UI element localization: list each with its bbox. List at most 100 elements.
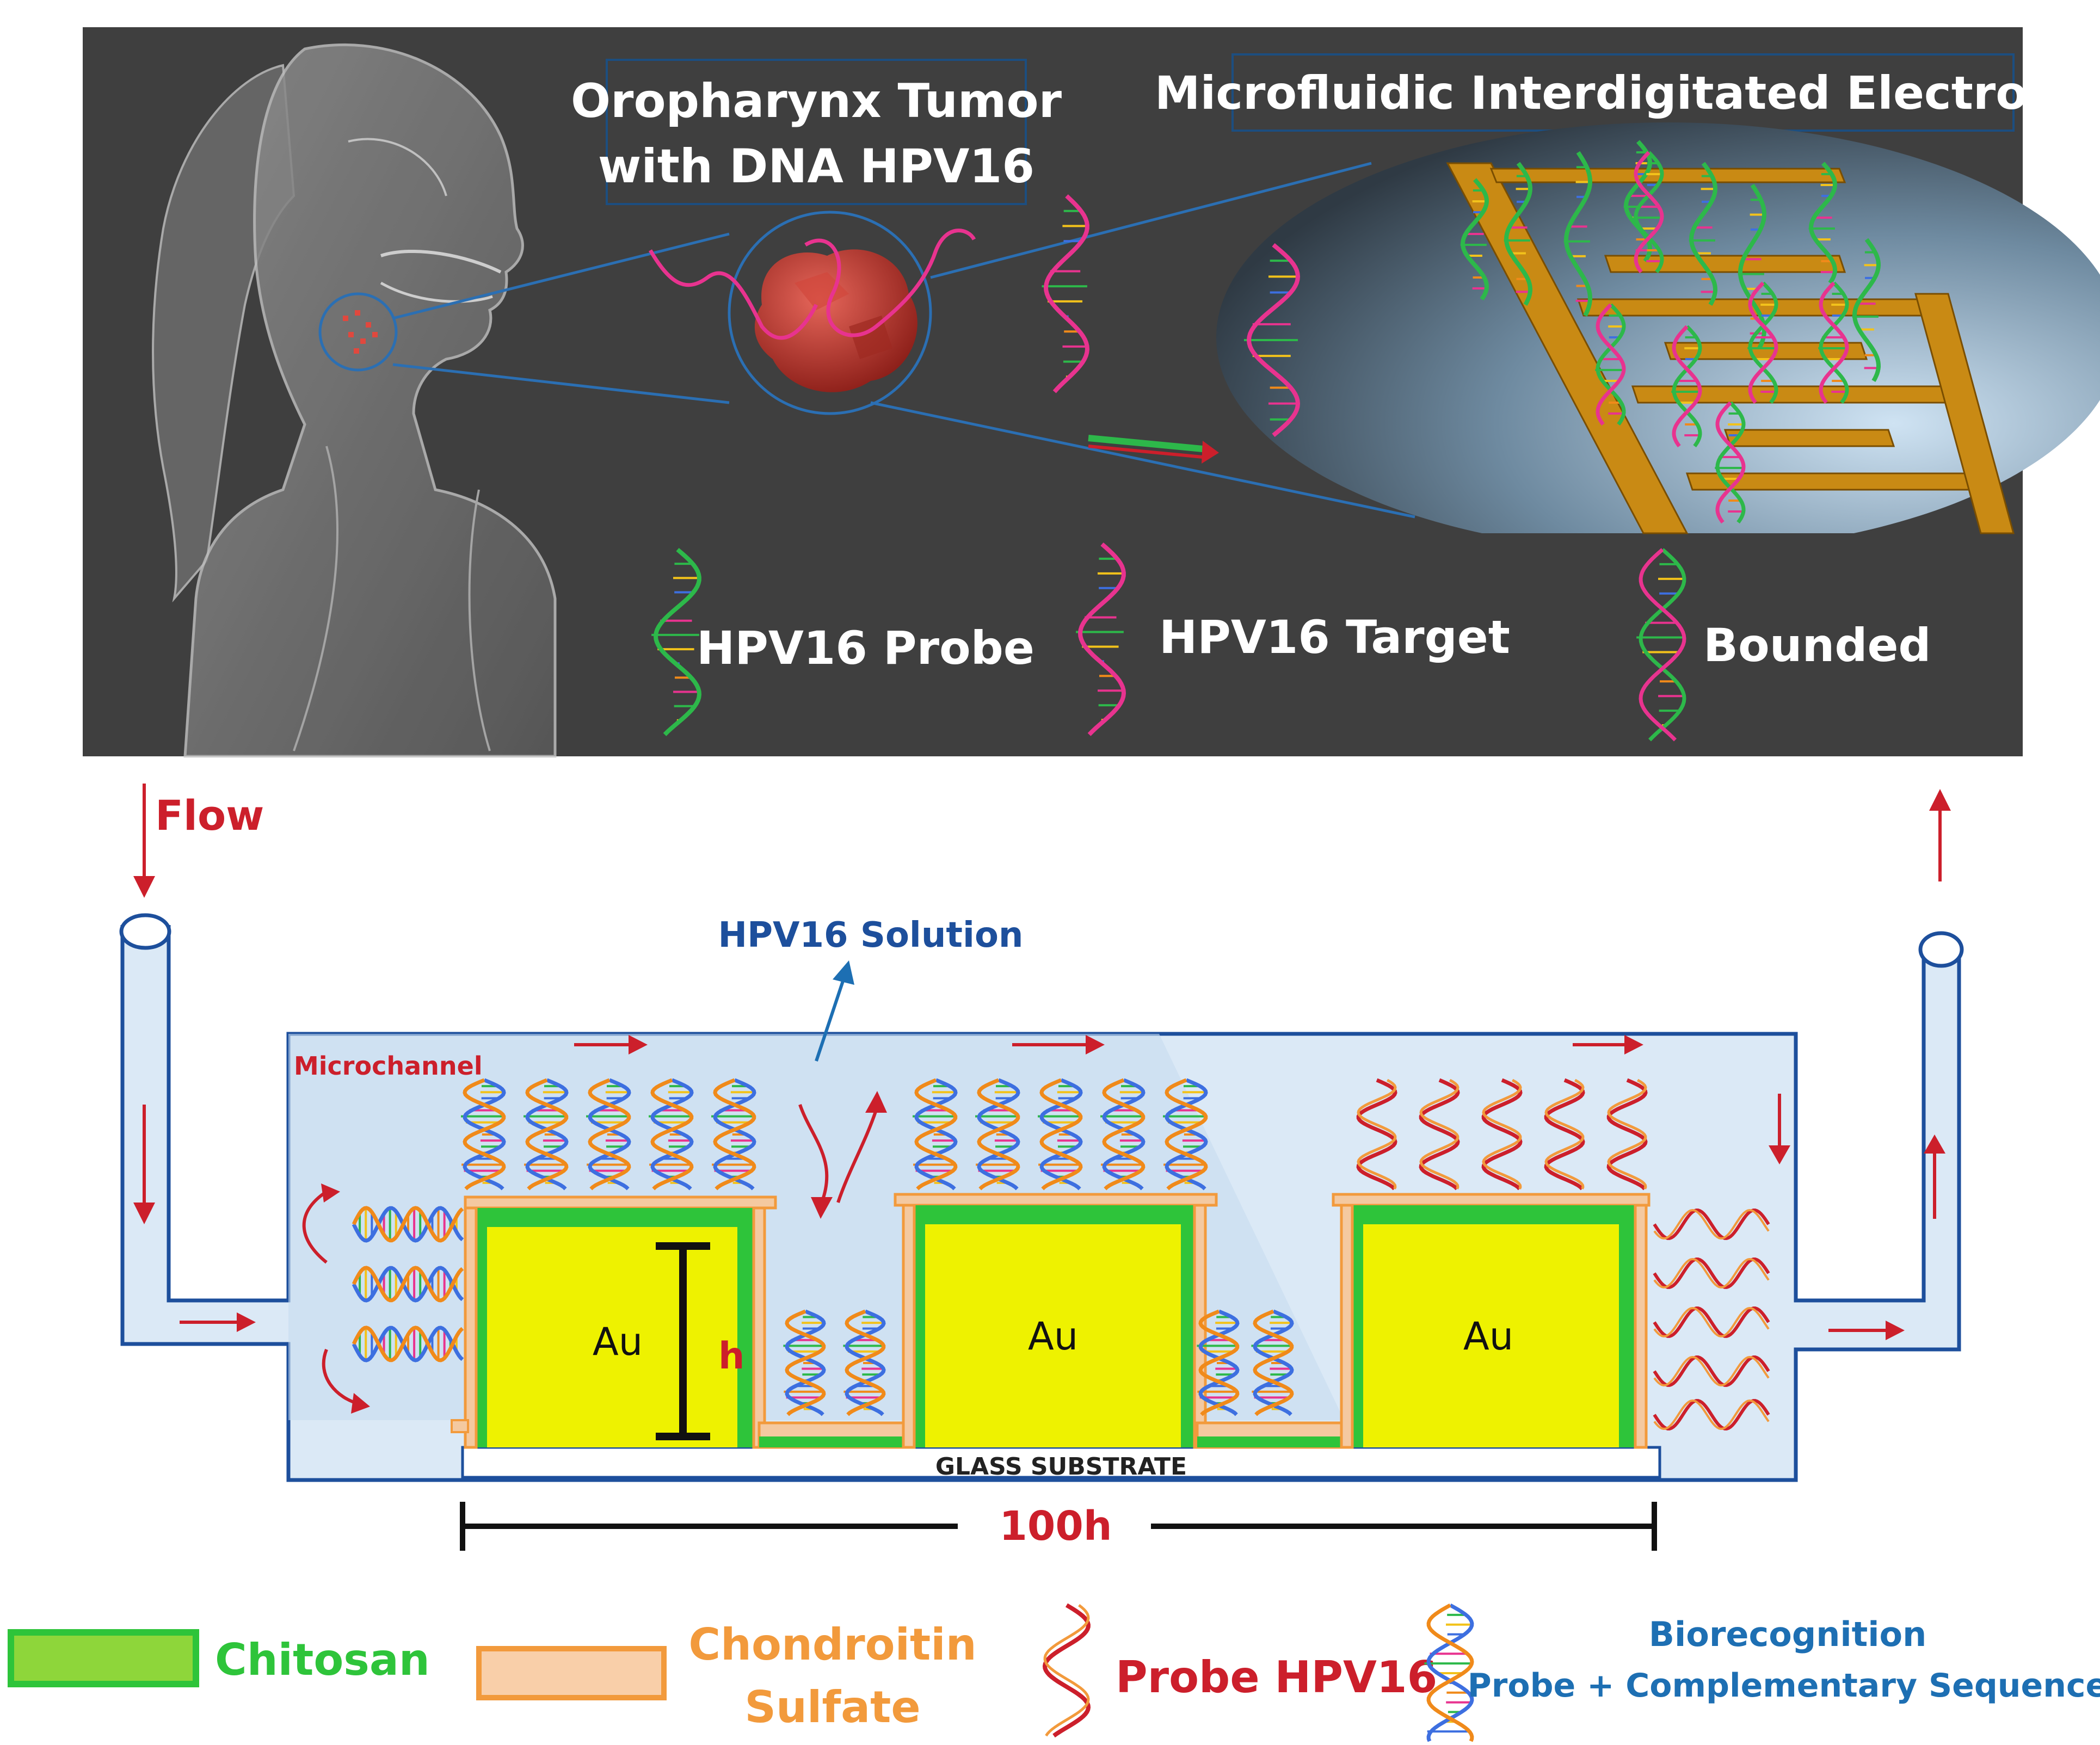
dna-strand (352, 1206, 464, 1243)
top-panel: Oropharynx Tumor with DNA HPV16 Microflu… (83, 27, 2100, 758)
dna-strand (845, 1309, 886, 1416)
dna-strand (1715, 401, 1746, 524)
zoom-line (870, 401, 1415, 519)
dna-strand (1672, 325, 1702, 448)
dna-strand (352, 1266, 464, 1303)
electrode-au-2 (894, 1193, 1218, 1449)
dna-strand (1482, 1078, 1522, 1189)
chondroitin-swatch (476, 1646, 667, 1700)
target-dna-icon (1244, 243, 1301, 437)
dna-strand (1460, 178, 1489, 301)
dna-strand (713, 1078, 756, 1191)
dna-strand (1563, 151, 1593, 317)
solution-pointer-head-icon (833, 960, 854, 985)
chitosan-label: Chitosan (215, 1635, 430, 1685)
dna-strand (1198, 1309, 1240, 1416)
dna-strand (1102, 1078, 1146, 1191)
dna-strand (1198, 1309, 1240, 1416)
dna-strand (1634, 151, 1664, 274)
face-tumor-dots-icon (343, 310, 378, 354)
legend-bounded-icon (1636, 548, 1686, 742)
tumor-circle (728, 211, 932, 415)
dna-strand (1596, 303, 1626, 426)
dna-strand (1043, 194, 1090, 393)
dna-strand (1653, 1257, 1770, 1289)
dna-strand (1357, 1078, 1397, 1189)
dna-strand (845, 1309, 886, 1416)
flow-arrow-head-icon (133, 876, 155, 898)
dna-strand (525, 1078, 569, 1191)
height-marker (656, 1242, 710, 1440)
dna-strand (1426, 1603, 1474, 1742)
tumor-label-box (606, 59, 1027, 205)
dna-strand (352, 1325, 464, 1362)
zoom-line (930, 162, 1372, 279)
dna-strand (1653, 1306, 1770, 1338)
flow-label: Flow (155, 791, 264, 840)
dna-strand (1419, 1078, 1459, 1189)
dna-strand (588, 1078, 631, 1191)
dna-strand (785, 1309, 826, 1416)
dna-strand (1653, 1208, 1770, 1240)
height-label: h (718, 1335, 744, 1378)
zoom-line (392, 232, 730, 320)
dna-strand (914, 1078, 958, 1191)
target-dna-icon (1042, 194, 1090, 393)
dna-strand (1544, 1078, 1585, 1189)
dna-strand (1253, 1309, 1294, 1416)
dna-strand (785, 1309, 826, 1416)
target-dna-strand (804, 229, 976, 337)
dna-strand (1819, 281, 1849, 404)
dna-strand (1819, 281, 1849, 404)
dna-strand (352, 1266, 464, 1303)
biorecognition-label-line2: Probe + Complementary Sequence (1468, 1667, 2100, 1705)
electrode-zoom-view (1216, 122, 2100, 566)
electrode-label: Microfluidic Interdigitated Electrode (1155, 66, 2091, 120)
dna-strand (977, 1078, 1020, 1191)
electrode-au-3-label: Au (1463, 1314, 1513, 1359)
dna-strand (1481, 1078, 1523, 1191)
dna-strand (1852, 238, 1881, 383)
electrode-au-2-label: Au (1028, 1314, 1078, 1359)
gap-chitosan-1 (759, 1436, 906, 1447)
target-dna-strand (648, 249, 818, 340)
length-label: 100h (999, 1503, 1112, 1550)
legend-probe-label: HPV16 Probe (697, 621, 1034, 675)
dna-strand (1039, 1078, 1083, 1191)
dna-strand (1043, 1604, 1090, 1737)
dna-strand (1356, 1078, 1397, 1191)
dna-strand (1246, 243, 1301, 437)
electrode-au-3 (1332, 1193, 1651, 1449)
interdigitated-electrode-icon (1446, 162, 2015, 534)
dna-strand (1623, 140, 1653, 263)
dna-strand (1653, 1208, 1770, 1240)
outlet-tube-top (1918, 931, 1964, 968)
electrode-dna-strands (1460, 140, 1881, 524)
dna-strand (1102, 1078, 1146, 1191)
dna-strand (1165, 1078, 1208, 1191)
electrode-au-1-label: Au (593, 1319, 643, 1364)
dna-strand (1639, 548, 1686, 742)
dna-strand (588, 1078, 631, 1191)
legend-target-icon (1076, 542, 1126, 736)
dna-strand (1672, 325, 1702, 448)
dna-strand (1544, 1078, 1585, 1191)
dna-strand (1042, 1603, 1091, 1738)
chondroitin-label-line1: Chondroitin (688, 1619, 976, 1670)
schematic-dna-glyphs (352, 1078, 1770, 1430)
dna-strand (463, 1078, 506, 1191)
microchannel-label: Microchannel (294, 1051, 483, 1081)
dna-strand (914, 1078, 958, 1191)
solution-pointer (815, 979, 845, 1062)
dna-strand (1419, 1078, 1460, 1191)
tumor-label-line1: Oropharynx Tumor (571, 74, 1062, 128)
dna-strand (1689, 162, 1718, 306)
dna-strand (977, 1078, 1020, 1191)
dna-strand (653, 547, 702, 736)
dna-strand (1715, 401, 1746, 524)
dna-strand (1653, 1399, 1770, 1430)
legend-target-label: HPV16 Target (1159, 611, 1510, 664)
dna-strand (1639, 548, 1686, 742)
channel-flow-arrows (133, 1035, 1945, 1414)
probe-legend-label: Probe HPV16 (1116, 1652, 1437, 1703)
